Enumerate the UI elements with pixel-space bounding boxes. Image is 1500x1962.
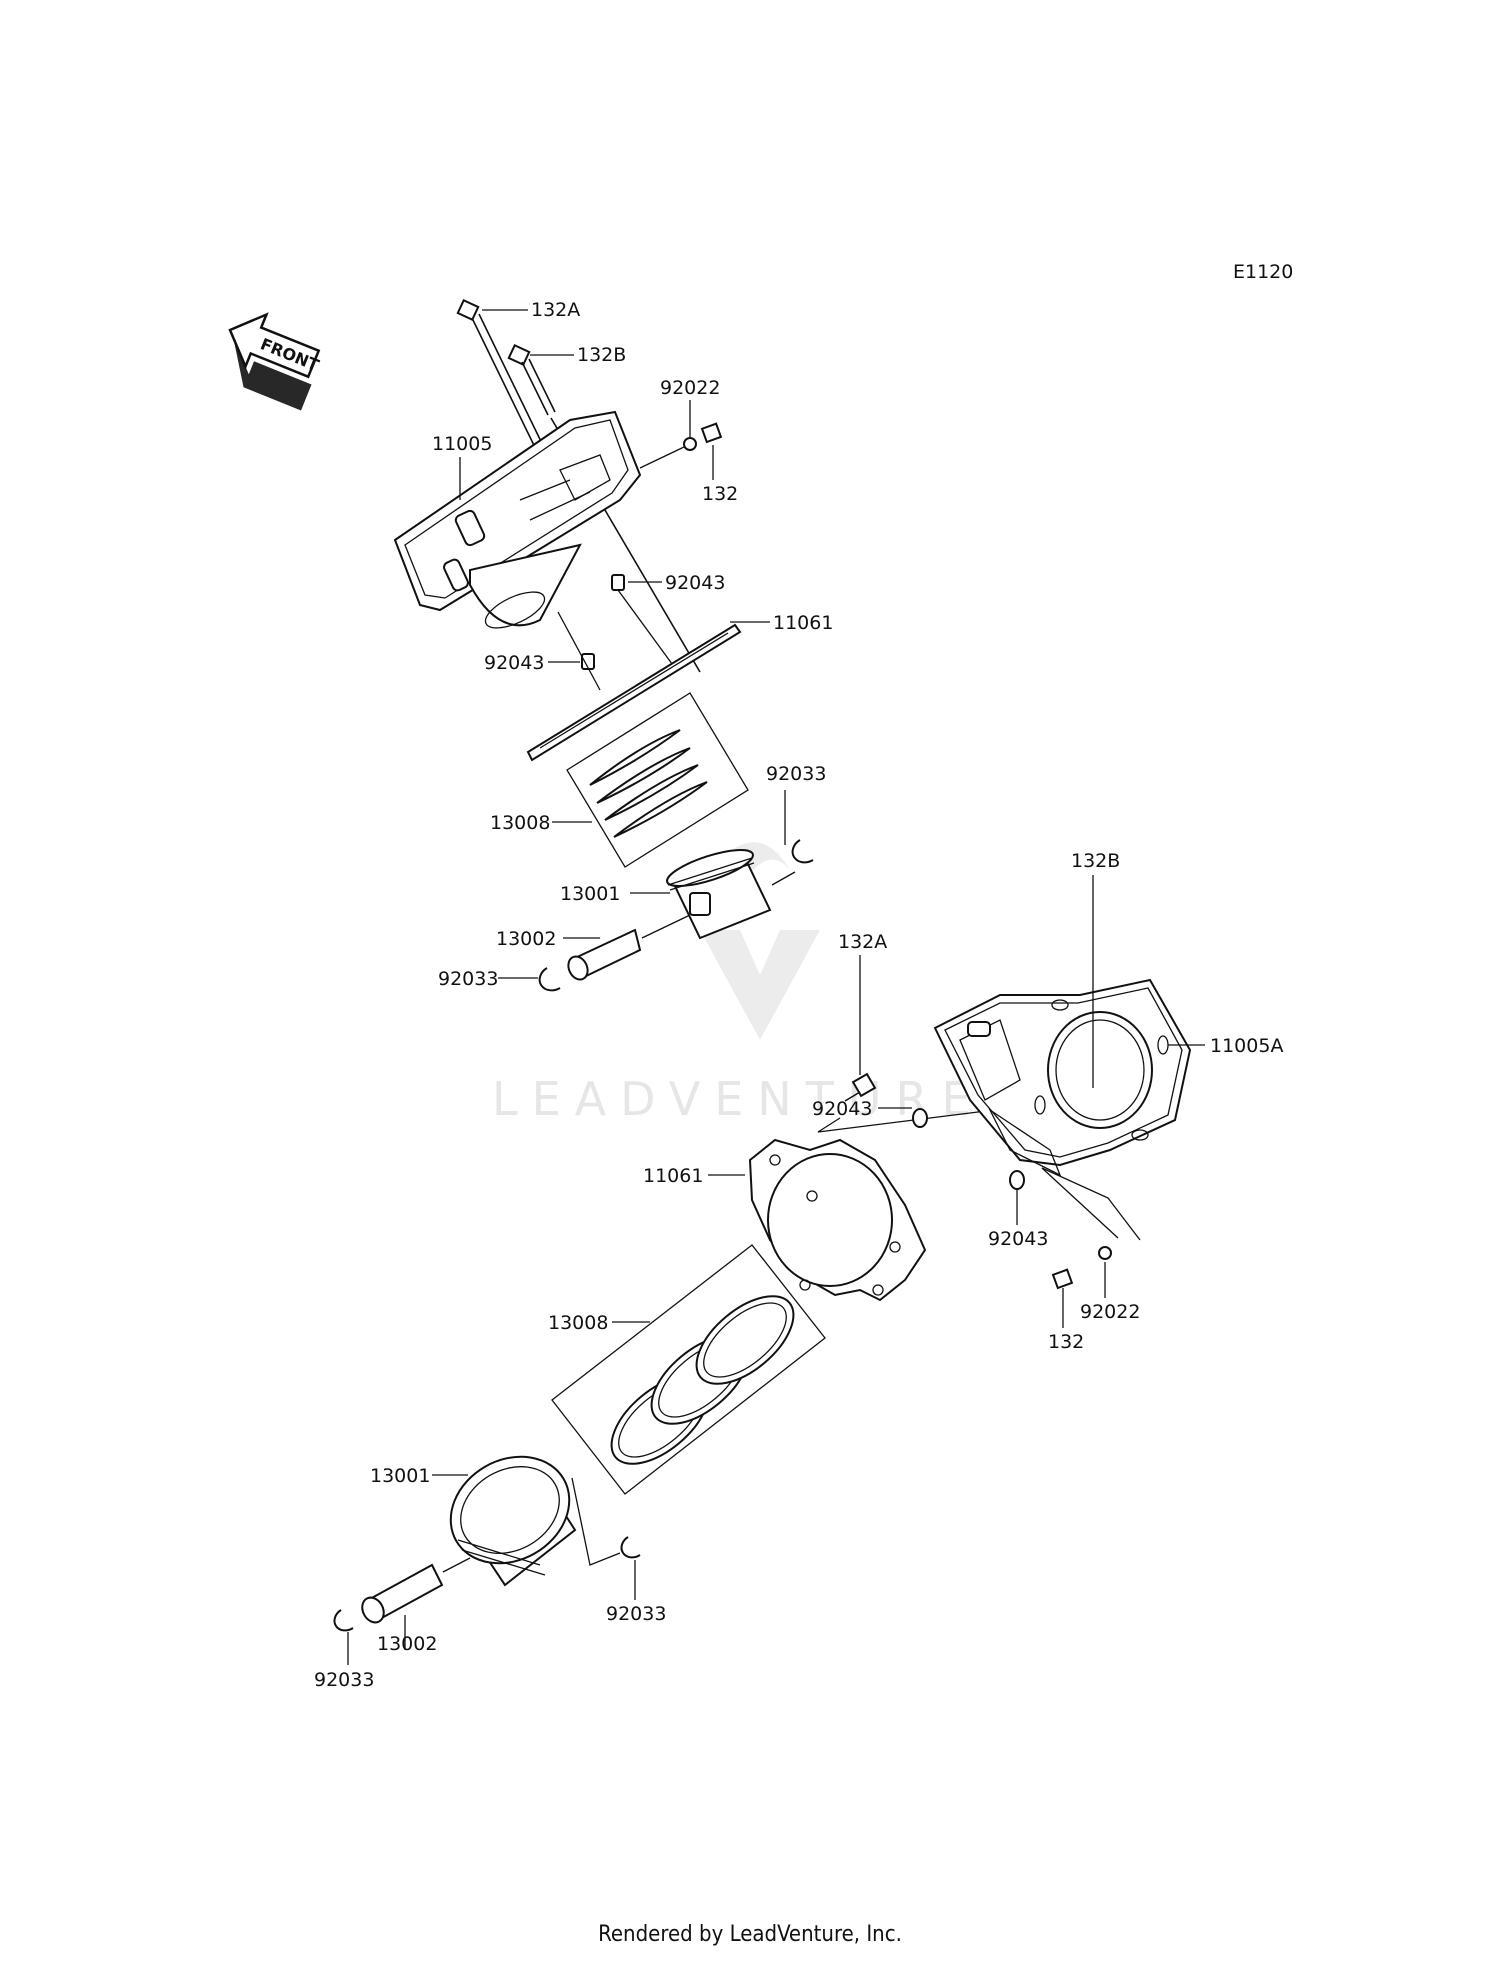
label-92033-front-b: 92033 xyxy=(314,1669,374,1691)
piston-pin-13002-rear xyxy=(567,928,642,981)
gasket-11061-front xyxy=(748,1138,927,1302)
label-92043-rear-a: 92043 xyxy=(665,572,725,594)
washer-92022-rear xyxy=(683,437,697,451)
label-13001-front: 13001 xyxy=(370,1465,430,1487)
dowel-92043-rear-a xyxy=(611,574,625,591)
footer-credit: Rendered by LeadVenture, Inc. xyxy=(598,1922,902,1947)
label-92043-front-a: 92043 xyxy=(812,1098,872,1120)
label-132A-rear: 132A xyxy=(531,299,580,321)
watermark-text: LEADVENTURE xyxy=(492,1072,985,1126)
label-11061-front: 11061 xyxy=(643,1165,703,1187)
front-arrow-icon: FRONT xyxy=(228,312,322,411)
label-13008-rear: 13008 xyxy=(490,812,550,834)
label-13008-front: 13008 xyxy=(548,1312,608,1334)
bolt-132-front xyxy=(1051,1268,1074,1290)
part-labels: 132A 132B 92022 132 11005 92043 92043 11… xyxy=(314,299,1283,1691)
label-92033-rear-a: 92033 xyxy=(766,763,826,785)
piston-rings-13008-rear xyxy=(566,692,749,868)
circlip-92033-front-b xyxy=(333,1609,354,1632)
bolt-132A-front xyxy=(844,1072,877,1102)
rear-cylinder-assembly xyxy=(393,298,814,992)
label-13002-rear: 13002 xyxy=(496,928,556,950)
label-132B-front: 132B xyxy=(1071,850,1120,872)
diagram-code: E1120 xyxy=(1233,261,1293,283)
dowel-92043-front-b xyxy=(1009,1170,1025,1190)
label-132B-rear: 132B xyxy=(577,344,626,366)
circlip-92033-rear-b xyxy=(538,967,561,992)
dowel-92043-front-a xyxy=(912,1108,928,1128)
label-11061-rear: 11061 xyxy=(773,612,833,634)
cylinder-11005 xyxy=(393,410,642,629)
piston-13001-front xyxy=(449,1455,577,1587)
piston-pin-13002-front xyxy=(361,1563,444,1624)
bolt-132B-rear xyxy=(507,343,701,673)
circlip-92033-front-a xyxy=(620,1536,641,1559)
label-11005: 11005 xyxy=(432,433,492,455)
label-92043-rear-b: 92043 xyxy=(484,652,544,674)
leader-lines xyxy=(347,309,1205,1665)
label-11005A: 11005A xyxy=(1210,1035,1283,1057)
piston-rings-13008-front xyxy=(551,1244,826,1495)
cylinder-11005A xyxy=(933,978,1192,1177)
bolt-132-rear xyxy=(700,422,723,444)
circlip-92033-rear-a xyxy=(791,839,814,864)
label-13001-rear: 13001 xyxy=(560,883,620,905)
label-92033-rear-b: 92033 xyxy=(438,968,498,990)
watermark: LEADVENTURE xyxy=(492,842,985,1126)
label-132-front: 132 xyxy=(1048,1331,1084,1353)
label-132A-front: 132A xyxy=(838,931,887,953)
label-132-rear: 132 xyxy=(702,483,738,505)
piston-13001-rear xyxy=(666,849,772,940)
label-92043-front-b: 92043 xyxy=(988,1228,1048,1250)
label-92033-front-a: 92033 xyxy=(606,1603,666,1625)
label-13002-front: 13002 xyxy=(377,1633,437,1655)
front-cylinder-assembly xyxy=(333,978,1192,1632)
label-92022-front: 92022 xyxy=(1080,1301,1140,1323)
washer-92022-front xyxy=(1098,1246,1112,1260)
label-92022-rear: 92022 xyxy=(660,377,720,399)
